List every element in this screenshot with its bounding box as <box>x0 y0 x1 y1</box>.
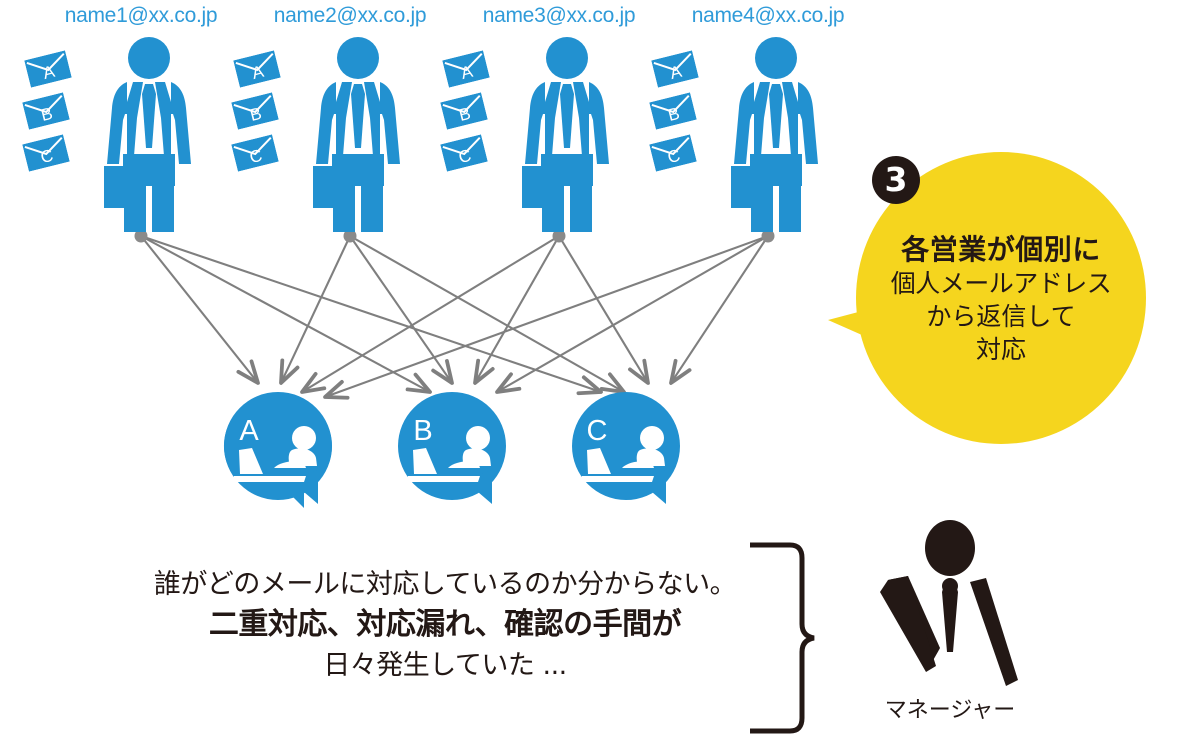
salesperson-4[interactable]: name4@xx.co.jp A B <box>648 0 888 250</box>
email-label-3: name3@xx.co.jp <box>482 4 636 27</box>
envelope-stack-4: A B C <box>649 50 714 172</box>
envelope-icon-b: B <box>649 92 697 130</box>
callout-line-3: から返信して <box>926 302 1076 331</box>
callout-line-1: 各営業が個別に <box>901 233 1101 266</box>
salesperson-1[interactable]: name1@xx.co.jp A B <box>21 0 261 250</box>
customer-laptop-bubble-icon: A <box>223 392 332 508</box>
envelope-stack-3: A B C <box>440 50 505 172</box>
node-dot-sales-2 <box>343 229 357 243</box>
customer-letter: C <box>587 415 608 447</box>
manager-person-icon <box>880 520 1018 686</box>
manager-label: マネージャー <box>884 698 1016 723</box>
salesperson-3[interactable]: name3@xx.co.jp A B <box>439 0 679 250</box>
step-badge-3: 3 <box>872 156 920 204</box>
envelope-icon-b: B <box>231 92 279 130</box>
svg-text:B: B <box>248 104 264 125</box>
node-dot-sales-1 <box>134 229 148 243</box>
envelope-icon-c: C <box>440 134 488 172</box>
svg-text:B: B <box>457 104 473 125</box>
curly-brace <box>750 542 815 734</box>
svg-text:C: C <box>457 146 474 167</box>
businessman-icon <box>302 36 414 234</box>
callout-text: 各営業が個別に 個人メールアドレス から返信して 対応 <box>856 232 1146 366</box>
envelope-icon-c: C <box>22 134 70 172</box>
envelope-icon-c: C <box>231 134 279 172</box>
callout-line-4: 対応 <box>975 335 1026 364</box>
problem-line-3: 日々発生していた ... <box>323 649 567 681</box>
envelope-stack-2: A B C <box>231 50 296 172</box>
svg-text:B: B <box>39 104 55 125</box>
svg-text:A: A <box>41 62 57 83</box>
svg-text:A: A <box>668 62 684 83</box>
svg-text:A: A <box>250 62 266 83</box>
manager-block[interactable]: マネージャー <box>840 520 1060 735</box>
svg-text:C: C <box>248 146 265 167</box>
businessman-icon <box>720 36 832 234</box>
customer-b[interactable]: B <box>392 392 512 510</box>
problem-line-2: 二重対応、対応漏れ、確認の手間が <box>208 607 682 643</box>
salesperson-2[interactable]: name2@xx.co.jp A B <box>230 0 470 250</box>
svg-text:B: B <box>666 104 682 125</box>
callout-line-2: 個人メールアドレス <box>890 269 1112 298</box>
envelope-icon-c: C <box>649 134 697 172</box>
problem-line-1: 誰がどのメールに対応しているのか分からない。 <box>153 569 737 600</box>
envelope-icon-a: A <box>442 50 490 88</box>
email-label-1: name1@xx.co.jp <box>64 4 218 27</box>
customer-a[interactable]: A <box>218 392 338 510</box>
svg-text:C: C <box>666 146 683 167</box>
envelope-stack-1: A B C <box>22 50 87 172</box>
envelope-icon-a: A <box>233 50 281 88</box>
customer-letter: A <box>239 415 259 447</box>
envelope-icon-b: B <box>22 92 70 130</box>
customer-laptop-bubble-icon: C <box>572 392 680 504</box>
svg-text:A: A <box>459 62 475 83</box>
email-label-2: name2@xx.co.jp <box>273 4 427 27</box>
businessman-icon <box>511 36 623 234</box>
customer-laptop-bubble-icon: B <box>398 392 506 504</box>
businessman-icon <box>93 36 205 234</box>
customer-c[interactable]: C <box>566 392 686 510</box>
problem-statement: 誰がどのメールに対応しているのか分からない。 二重対応、対応漏れ、確認の手間が … <box>100 566 790 685</box>
envelope-icon-a: A <box>24 50 72 88</box>
envelope-icon-a: A <box>651 50 699 88</box>
svg-text:C: C <box>39 146 56 167</box>
callout-bubble: 3 各営業が個別に 個人メールアドレス から返信して 対応 <box>828 152 1146 444</box>
email-label-4: name4@xx.co.jp <box>691 4 845 27</box>
node-dot-sales-3 <box>552 229 566 243</box>
node-dot-sales-4 <box>761 229 775 243</box>
envelope-icon-b: B <box>440 92 488 130</box>
customer-letter: B <box>413 415 432 447</box>
